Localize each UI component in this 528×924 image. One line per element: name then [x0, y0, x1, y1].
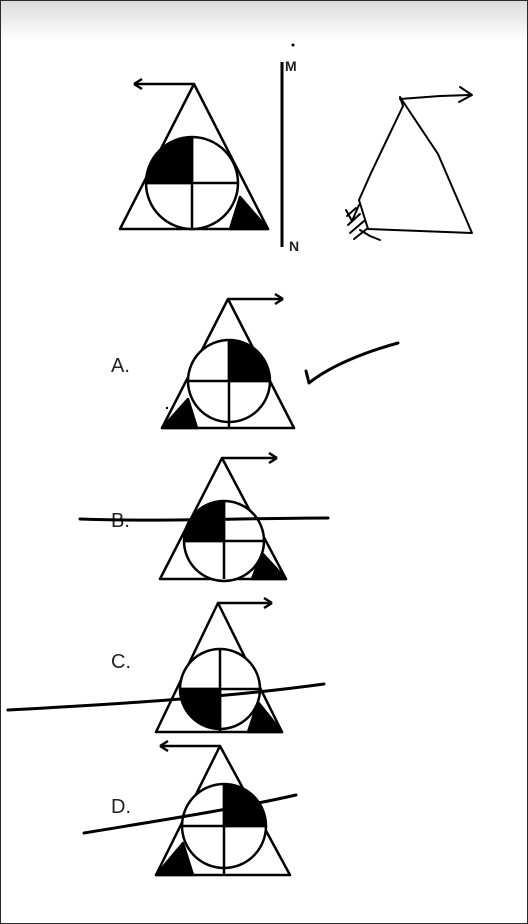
option-a[interactable] — [160, 292, 296, 430]
option-a-shaded-quadrant — [227, 340, 270, 383]
hand-sketch — [345, 86, 473, 241]
question-shaded-quadrant — [146, 137, 194, 185]
option-a-label: A. — [111, 355, 130, 377]
checkmark-icon — [304, 341, 400, 385]
option-d-label: D. — [111, 796, 131, 818]
option-c-shaded-corner — [246, 700, 284, 734]
option-d-shaded-corner — [154, 841, 195, 877]
option-d-strike-line — [82, 793, 298, 835]
option-b-strike-line — [78, 516, 330, 522]
option-c-label: C. — [111, 651, 131, 673]
mirror-line: M N — [280, 43, 299, 254]
option-b[interactable] — [158, 451, 288, 583]
mirror-label-bottom: N — [289, 238, 299, 254]
option-c[interactable] — [154, 596, 284, 734]
question-shaded-corner — [228, 195, 270, 231]
question-arrow-head — [133, 77, 143, 91]
question-figure — [118, 77, 270, 231]
option-a-shaded-corner — [160, 397, 199, 430]
mirror-label-top: M — [285, 58, 297, 74]
option-c-strike-line — [6, 682, 326, 712]
